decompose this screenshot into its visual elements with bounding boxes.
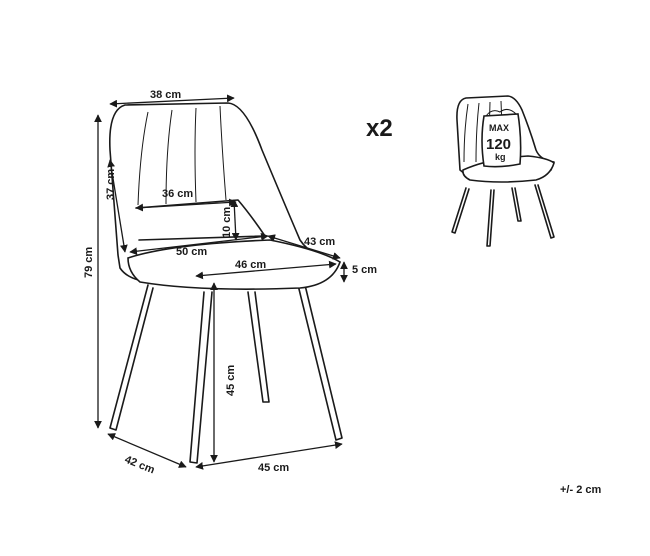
dim-line-10 bbox=[230, 199, 240, 241]
label-45-width: 45 cm bbox=[258, 462, 289, 474]
back-left-leg bbox=[109, 284, 154, 431]
label-79: 79 cm bbox=[83, 247, 95, 278]
quantity-label: x2 bbox=[366, 115, 393, 142]
label-38: 38 cm bbox=[150, 89, 181, 101]
tolerance-note: +/- 2 cm bbox=[560, 484, 601, 496]
label-36: 36 cm bbox=[162, 188, 193, 200]
stitch-2 bbox=[165, 109, 173, 205]
label-46: 46 cm bbox=[235, 259, 266, 271]
weight-bag-top bbox=[485, 108, 517, 117]
weight-unit: kg bbox=[495, 152, 506, 162]
label-50: 50 cm bbox=[176, 246, 207, 258]
dim-line-42 bbox=[107, 433, 187, 468]
front-right-leg bbox=[297, 284, 343, 441]
label-43: 43 cm bbox=[304, 236, 335, 248]
thumb-leg-4 bbox=[534, 184, 555, 239]
dim-line-36 bbox=[135, 198, 237, 212]
thumb-leg-1 bbox=[451, 187, 470, 234]
thumb-stitch-1 bbox=[463, 103, 469, 163]
dimension-labels: 38 cm 37 cm 36 cm 10 cm 50 cm 43 cm 46 c… bbox=[83, 89, 377, 477]
stitch-4 bbox=[219, 105, 227, 201]
thumbnail-chair: MAX 120 kg bbox=[451, 95, 555, 247]
thumb-leg-3 bbox=[511, 187, 522, 222]
dim-line-50 bbox=[129, 232, 269, 256]
dim-line-38 bbox=[109, 94, 235, 108]
label-45-height: 45 cm bbox=[225, 365, 237, 396]
label-42: 42 cm bbox=[123, 454, 157, 477]
main-chair bbox=[108, 102, 343, 464]
thumb-leg-2 bbox=[486, 189, 495, 247]
dim-line-45-width bbox=[195, 441, 343, 470]
weight-max: MAX bbox=[489, 123, 509, 133]
label-5: 5 cm bbox=[352, 264, 377, 276]
dim-line-37 bbox=[107, 159, 128, 253]
dim-line-46 bbox=[195, 260, 337, 280]
label-10: 10 cm bbox=[221, 207, 233, 238]
stitch-3 bbox=[194, 107, 197, 203]
label-37: 37 cm bbox=[105, 169, 117, 200]
back-right-leg bbox=[247, 291, 270, 403]
dim-line-43 bbox=[267, 234, 341, 260]
dimension-lines bbox=[94, 94, 348, 470]
weight-bag-icon bbox=[481, 113, 522, 168]
front-left-leg bbox=[189, 291, 213, 464]
weight-value: 120 bbox=[486, 136, 511, 153]
thumb-stitch-2 bbox=[475, 102, 480, 163]
backrest-opening bbox=[135, 199, 266, 241]
stitch-1 bbox=[137, 111, 149, 206]
